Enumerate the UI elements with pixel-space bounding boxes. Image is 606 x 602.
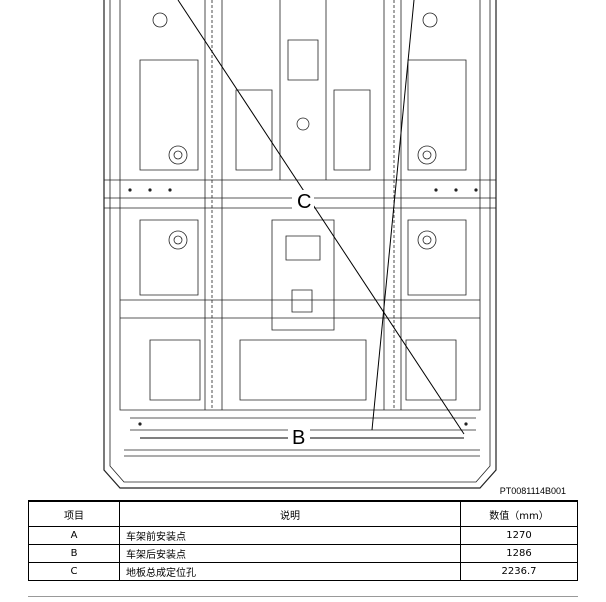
table-row: B 车架后安装点 1286: [28, 544, 578, 563]
header-desc: 说明: [119, 500, 461, 527]
underbody-drawing: C B: [103, 0, 497, 489]
row-value: 2236.7: [460, 562, 578, 581]
divider: [28, 596, 578, 597]
row-item: B: [28, 544, 120, 563]
underbody-line-art: C B: [103, 0, 497, 489]
table-row: A 车架前安装点 1270: [28, 526, 578, 545]
table-row: C 地板总成定位孔 2236.7: [28, 562, 578, 581]
row-desc: 地板总成定位孔: [119, 562, 461, 581]
header-value: 数值（mm）: [460, 500, 578, 527]
row-desc: 车架后安装点: [119, 544, 461, 563]
row-desc: 车架前安装点: [119, 526, 461, 545]
spec-table: 项目 说明 数值（mm） A 车架前安装点 1270 B 车架后安装点 1286…: [28, 500, 578, 581]
row-item: C: [28, 562, 120, 581]
callout-c: C: [297, 191, 311, 213]
table-header-row: 项目 说明 数值（mm）: [28, 500, 578, 527]
callout-b: B: [292, 427, 305, 449]
figure-code: PT0081114B001: [499, 486, 566, 496]
row-value: 1270: [460, 526, 578, 545]
header-item: 项目: [28, 500, 120, 527]
row-value: 1286: [460, 544, 578, 563]
row-item: A: [28, 526, 120, 545]
